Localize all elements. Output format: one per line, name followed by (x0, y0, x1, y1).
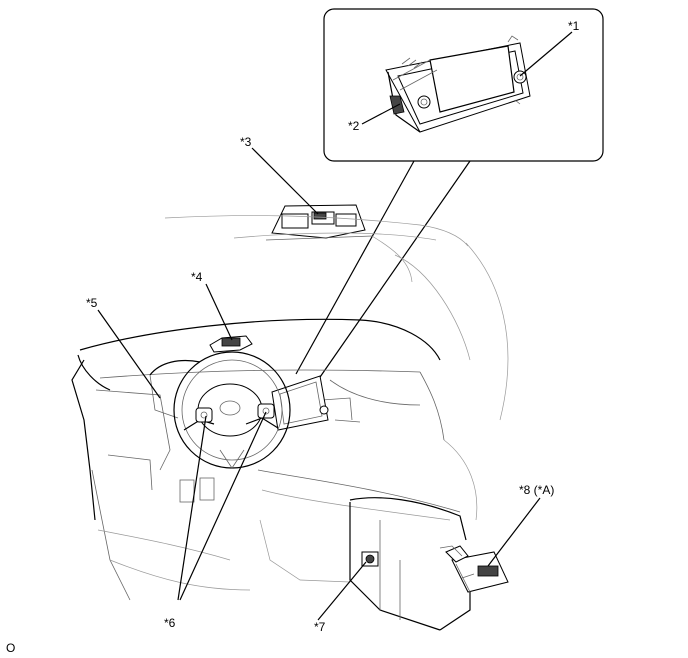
steering-wheel (173, 351, 291, 469)
leader-lines (97, 31, 573, 621)
callout-3: *3 (240, 135, 252, 149)
cabin-outline (71, 215, 509, 601)
callout-7: *7 (314, 620, 326, 634)
receiver-unit (439, 545, 509, 593)
callout-6: *6 (164, 616, 176, 630)
callout-8: *8 (*A) (519, 483, 554, 497)
callout-5: *5 (86, 296, 98, 310)
center-console (257, 469, 471, 631)
pedals (179, 477, 215, 503)
multimedia-display-unit (385, 35, 531, 133)
overhead-console (265, 204, 373, 241)
callout-1: *1 (568, 19, 580, 33)
callout-2: *2 (348, 119, 360, 133)
instrument-cluster (149, 335, 253, 419)
callout-4: *4 (191, 270, 203, 284)
inset-detail-box (295, 8, 604, 381)
figure-code: O (6, 641, 15, 655)
